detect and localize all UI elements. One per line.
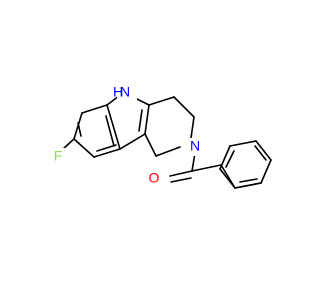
fluorine-label: F (54, 148, 63, 164)
atom-labels-layer: N H N F O (50, 84, 204, 188)
bond-c6-c5 (73, 138, 95, 158)
bond-phenyl-4-5-inner (225, 150, 235, 168)
bond-phenyl-3-4 (229, 140, 257, 147)
amide-nitrogen-label-background (186, 138, 204, 156)
bond-carbonyl-oxygen-b (170, 177, 192, 183)
molecule-structure-diagram: N H N F O (50, 83, 272, 189)
bond-c9a-c9b (144, 104, 150, 135)
indole-nitrogen-label-background (117, 84, 137, 104)
bond-phenyl-5-6 (219, 168, 236, 189)
bond-phenyl-6-1-inner (239, 178, 258, 183)
bond-c4a-c7a (106, 104, 121, 150)
oxygen-label: O (149, 170, 160, 186)
bond-phenyl-1-2 (260, 159, 272, 184)
bond-c5-c4a-inner (96, 144, 117, 152)
bond-c1-c9b (144, 133, 157, 157)
bond-phenyl-4-5 (219, 145, 231, 170)
oxygen-label-background (145, 170, 163, 188)
bond-c4a-c7a-inner (105, 115, 115, 147)
bond-c9b-c4a (119, 133, 146, 150)
bond-phenyl-2-3 (255, 140, 272, 161)
indole-nitrogen-hydrogen-label: H (113, 84, 123, 100)
amide-nitrogen-label: N (190, 138, 200, 154)
bond-phenyl-6-1 (234, 182, 262, 189)
bond-phenyl-2-3-inner (254, 145, 267, 161)
bond-c5-fluorine (62, 138, 75, 150)
fluorine-label-background (50, 148, 66, 166)
bond-c7a-c7 (81, 104, 108, 114)
bond-c6-c6-inner (77, 122, 82, 137)
bond-c9a-c9b-inner (138, 109, 143, 132)
bonds-layer (62, 95, 272, 189)
bond-c3-n-amide (190, 116, 195, 139)
bond-c4-c3 (173, 96, 195, 118)
bond-carbonyl-ch2 (191, 164, 222, 172)
bond-c9a-c4 (148, 96, 175, 106)
bond-n-amide-c1 (155, 146, 181, 157)
indole-nitrogen-label: N (120, 84, 130, 100)
bond-c5-c4a (93, 148, 121, 158)
bond-carbonyl-oxygen-a (169, 170, 193, 177)
